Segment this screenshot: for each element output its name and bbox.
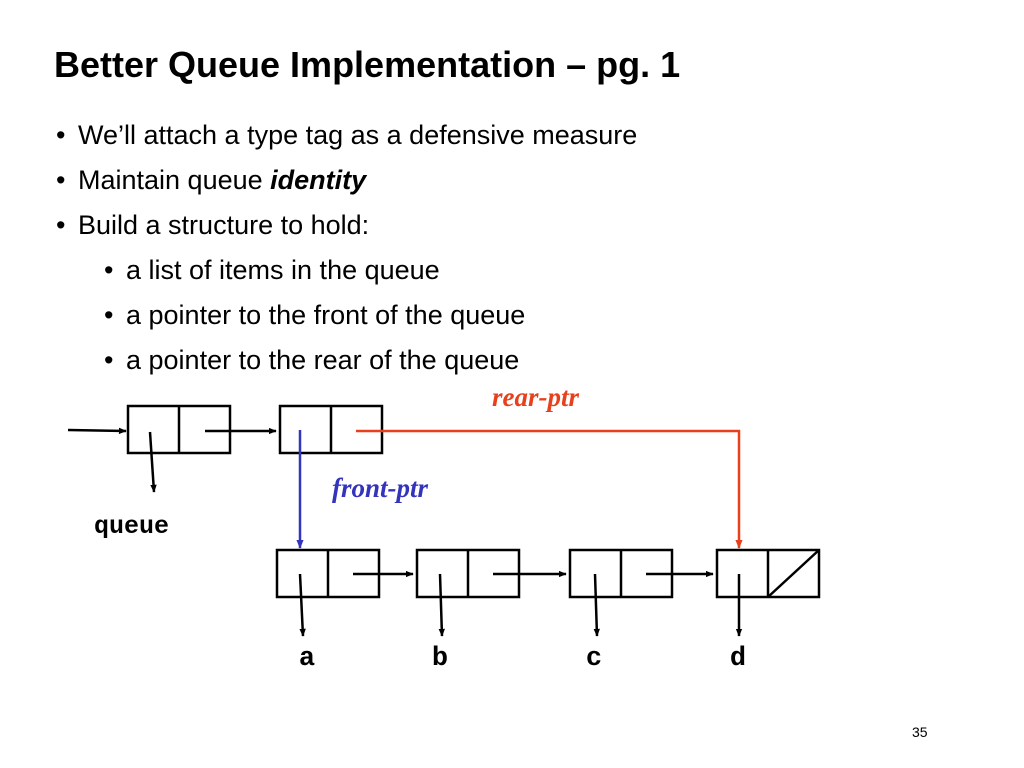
bullet-emphasis: identity bbox=[270, 165, 367, 195]
pointer-cell bbox=[278, 404, 384, 455]
bullet-dot: • bbox=[104, 345, 114, 375]
sub-bullet-text: a pointer to the front of the queue bbox=[126, 300, 526, 330]
bullet-dot: • bbox=[104, 255, 114, 285]
sub-bullet-item: • a pointer to the rear of the queue bbox=[56, 338, 637, 383]
queue-header-cell bbox=[126, 404, 232, 455]
page-number: 35 bbox=[912, 724, 928, 740]
bullet-text: Maintain queue bbox=[78, 165, 271, 195]
item-c-arrow bbox=[593, 573, 600, 637]
slide-title: Better Queue Implementation – pg. 1 bbox=[54, 44, 681, 85]
queue-car-arrow bbox=[148, 431, 157, 493]
nil-slash bbox=[767, 549, 820, 598]
item-label-a: a bbox=[299, 644, 315, 674]
bullet-dot: • bbox=[56, 210, 66, 240]
bullet-item: • Build a structure to hold: bbox=[56, 203, 637, 248]
bullet-item: • We’ll attach a type tag as a defensive … bbox=[56, 113, 637, 158]
sub-bullet-text: a pointer to the rear of the queue bbox=[126, 345, 520, 375]
item-label-c: c bbox=[586, 644, 602, 674]
item-label-b: b bbox=[432, 644, 448, 674]
front-ptr-label: front-ptr bbox=[332, 473, 429, 503]
bullet-text: Build a structure to hold: bbox=[78, 210, 370, 240]
list-cell-d bbox=[715, 548, 821, 599]
item-b-arrow bbox=[438, 573, 445, 637]
sub-bullet-item: • a list of items in the queue bbox=[56, 248, 637, 293]
queue-label: queue bbox=[94, 512, 169, 541]
rear-ptr-label: rear-ptr bbox=[492, 382, 579, 412]
bullet-dot: • bbox=[104, 300, 114, 330]
bullet-item: • Maintain queue identity bbox=[56, 158, 637, 203]
item-label-d: d bbox=[730, 644, 746, 674]
queue-entry-arrow bbox=[67, 427, 127, 435]
rear-ptr-arrow bbox=[356, 429, 743, 549]
item-a-arrow bbox=[298, 573, 306, 637]
sub-bullet-text: a list of items in the queue bbox=[126, 255, 440, 285]
bullet-text: We’ll attach a type tag as a defensive m… bbox=[78, 120, 638, 150]
bullet-list: • We’ll attach a type tag as a defensive … bbox=[56, 113, 637, 383]
bullet-dot: • bbox=[56, 165, 66, 195]
bullet-dot: • bbox=[56, 120, 66, 150]
sub-bullet-item: • a pointer to the front of the queue bbox=[56, 293, 637, 338]
